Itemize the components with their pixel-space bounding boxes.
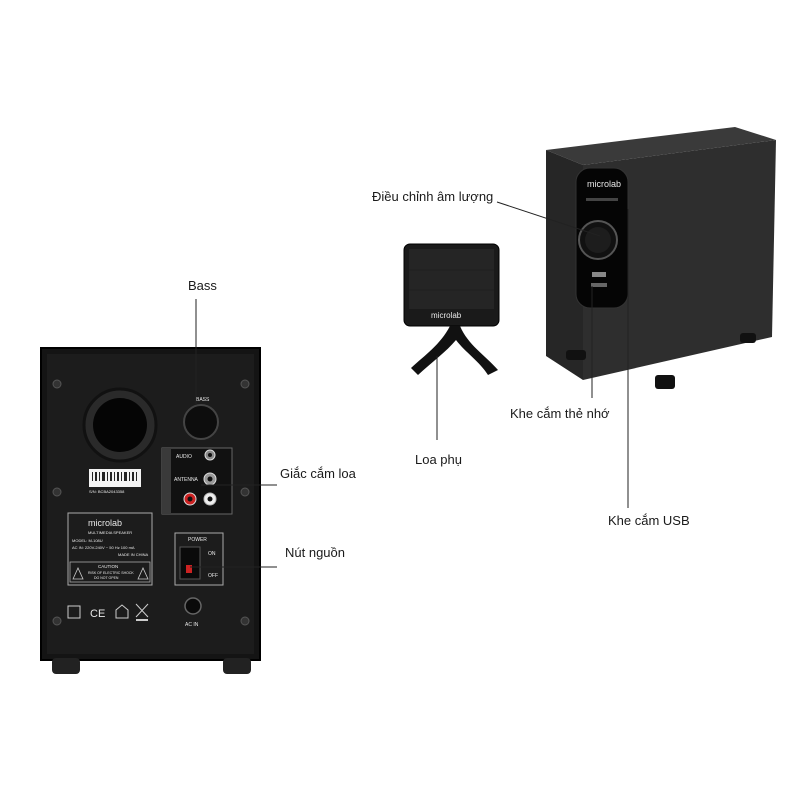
- subwoofer-rear: BASS AUDIO ANTENNA S/N: BCBA2043358 micr…: [40, 347, 261, 674]
- svg-text:BASS: BASS: [196, 397, 210, 403]
- svg-text:ANTENNA: ANTENNA: [174, 477, 199, 483]
- svg-text:AC IN: 220V-240V ~ 50 Hz 100 m: AC IN: 220V-240V ~ 50 Hz 100 mA: [72, 545, 135, 550]
- svg-text:POWER: POWER: [188, 537, 207, 543]
- subwoofer-front: microlab: [546, 127, 776, 389]
- svg-text:DO NOT OPEN: DO NOT OPEN: [94, 576, 119, 580]
- svg-text:CE: CE: [90, 608, 105, 620]
- svg-text:MULTIMEDIA SPEAKER: MULTIMEDIA SPEAKER: [88, 530, 132, 535]
- svg-text:ON: ON: [208, 551, 216, 557]
- satellite-callout: Loa phụ: [415, 452, 462, 467]
- speaker-jack-callout: Giắc cắm loa: [280, 466, 356, 481]
- svg-text:microlab: microlab: [587, 179, 621, 189]
- svg-text:S/N: BCBA2043358: S/N: BCBA2043358: [89, 489, 125, 494]
- usb-slot: [592, 272, 606, 277]
- svg-text:OFF: OFF: [208, 573, 218, 579]
- volume-callout: Điều chỉnh âm lượng: [372, 189, 494, 204]
- callout-lines: [190, 201, 629, 568]
- svg-text:CAUTION: CAUTION: [98, 564, 118, 569]
- satellite-speaker: microlab: [403, 243, 500, 375]
- bass-knob: [183, 404, 219, 440]
- svg-text:MODEL: M-108U: MODEL: M-108U: [72, 538, 103, 543]
- usb-slot-callout: Khe cắm USB: [608, 513, 690, 528]
- power-button-callout: Nút nguồn: [285, 545, 345, 560]
- memory-card-slot: [591, 283, 607, 287]
- rating-label: [67, 512, 153, 586]
- svg-text:RISK OF ELECTRIC SHOCK: RISK OF ELECTRIC SHOCK: [88, 571, 134, 575]
- power-box: [174, 532, 224, 586]
- bass-callout: Bass: [188, 278, 217, 293]
- svg-text:AUDIO: AUDIO: [176, 454, 192, 460]
- memory-slot-callout: Khe cắm thẻ nhớ: [510, 406, 610, 421]
- svg-text:microlab: microlab: [431, 311, 462, 320]
- svg-text:MADE IN CHINA: MADE IN CHINA: [118, 552, 149, 557]
- ac-inlet: [184, 597, 202, 615]
- power-switch: [179, 546, 201, 580]
- svg-text:AC IN: AC IN: [185, 622, 199, 628]
- svg-text:microlab: microlab: [88, 518, 122, 528]
